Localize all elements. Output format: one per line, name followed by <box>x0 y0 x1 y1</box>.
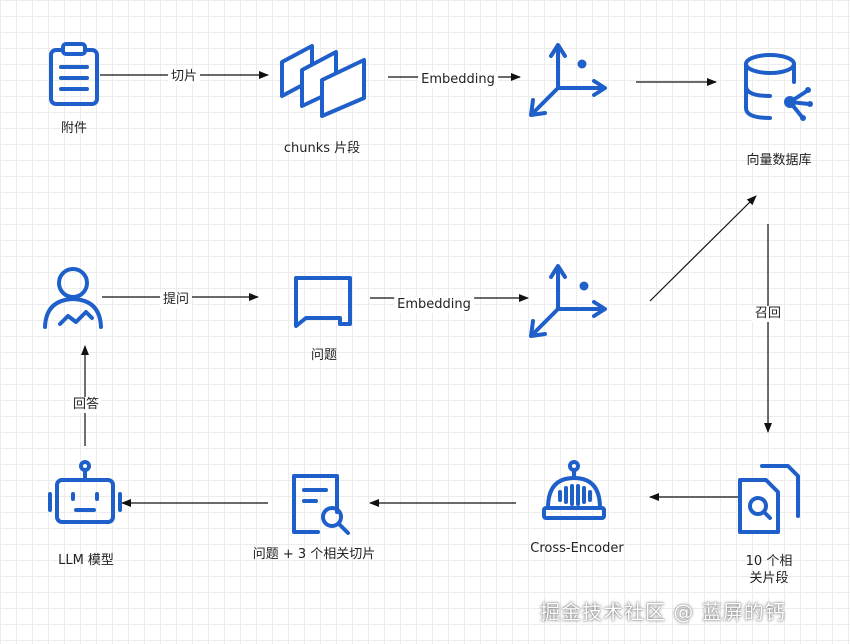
watermark: 掘金技术社区 @ 蓝屏的钙 <box>540 600 786 624</box>
node-label-question-slices: 问题 + 3 个相关切片 <box>252 547 376 562</box>
node-label-question: 问题 <box>310 348 338 363</box>
cross-encoder-robot-icon <box>542 460 606 520</box>
arrow-vector-to-db-diagonal <box>649 195 757 302</box>
node-label-attachment: 附件 <box>60 121 88 136</box>
document-search-icon <box>292 474 350 535</box>
edge-label-ask: 提问 <box>159 292 193 308</box>
edge-label-recall: 召回 <box>751 306 785 322</box>
node-label-relevant-slices: 10 个相 关片段 <box>745 554 793 586</box>
edge-label-answer: 回答 <box>69 397 103 413</box>
vector-axis-icon-middle <box>529 264 607 338</box>
clipboard-icon <box>49 42 99 106</box>
node-label-cross-encoder: Cross-Encoder <box>530 541 624 556</box>
vector-axis-icon-top <box>529 43 607 117</box>
chunks-icon <box>280 44 366 118</box>
node-label-vector-db: 向量数据库 <box>746 153 812 168</box>
robot-icon <box>48 460 122 524</box>
user-icon <box>43 267 103 329</box>
node-label-chunks: chunks 片段 <box>283 141 361 156</box>
chat-bubble-icon <box>294 276 352 328</box>
relevant-docs-icon <box>738 464 800 534</box>
edge-label-embedding-mid: Embedding <box>394 297 474 313</box>
database-icon <box>744 53 813 121</box>
edge-label-embedding-top: Embedding <box>418 72 498 88</box>
node-label-llm: LLM 模型 <box>58 553 114 568</box>
edge-label-slice: 切片 <box>167 69 201 85</box>
